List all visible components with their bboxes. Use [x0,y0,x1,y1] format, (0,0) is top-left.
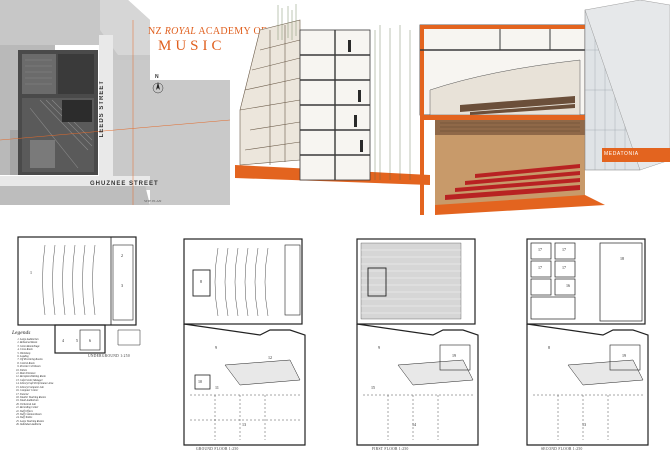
section-brand-label: MEDATONIA [604,151,639,157]
legend-item: Workshop [20,352,72,355]
room-number: 15 [371,385,375,390]
plan-ground [183,238,306,446]
plan-caption-underground: UNDERGROUND 1:250 [88,354,130,358]
legend-list: Large Auditorium Rehearsal Room Green Ro… [12,338,72,427]
room-number: 14 [412,422,416,427]
room-number: 16 [566,283,570,288]
room-number: 9 [378,345,380,350]
plan-caption-ground: GROUND FLOOR 1:250 [196,447,239,451]
legend-item: Reception/Waiting Room [20,375,72,378]
site-plan-caption: SITE PLAN [144,199,162,203]
room-number: 18 [620,256,624,261]
legend-item: Tutorial [20,393,72,396]
legend-item: Individual Auditoria [20,423,72,426]
legend-item: Staff Toilets [20,416,72,419]
room-number: 2 [121,253,123,258]
legend-item: Cafe/Centre Manager [20,379,72,382]
section-perspective [235,0,670,215]
room-number: 11 [215,385,219,390]
room-number: 10 [198,379,202,384]
legend-item: Library/Café Performance Area [20,382,72,385]
room-number: 17 [538,247,542,252]
legend-item: Small Auditorium [20,399,72,402]
legend-item: Computer Center [20,389,72,392]
legend-item: Orchestral Lab [20,403,72,406]
north-arrow-icon [152,82,164,94]
legend-item: Staff Offices [20,410,72,413]
leeds-street-label: LEEDS STREET [99,80,105,138]
site-plan [0,0,230,205]
legend-item: Rehearsal Room [20,341,72,344]
legend-item: Large Auditorium [20,338,72,341]
ghuznee-street-label: GHUZNEE STREET [90,181,159,187]
legend-item: Staff Common Room [20,413,72,416]
room-number: 8 [548,345,550,350]
room-number: 19 [622,353,626,358]
room-number: 6 [89,338,91,343]
legend: Legends Large Auditorium Rehearsal Room … [12,330,72,427]
north-label: N [155,74,160,80]
floor-plans [17,236,649,446]
title-line-1: NZ ROYAL ACADEMY OF [148,26,267,37]
room-number: 3 [121,283,123,288]
legend-item: Smaller Teaching Rooms [20,396,72,399]
plan-underground [17,236,141,354]
room-number: 8 [200,279,202,284]
legend-item: Large Teaching Rooms [20,420,72,423]
plan-caption-first: FIRST FLOOR 1:250 [372,447,409,451]
room-number: 17 [538,265,542,270]
legend-item: Loading [20,355,72,358]
room-number: 17 [562,265,566,270]
room-number: 19 [452,353,456,358]
legend-item: Off Practicing Rooms [20,358,72,361]
legend-item: Main Entrance [20,372,72,375]
room-number: 9 [215,345,217,350]
legend-item: Control Room [20,362,72,365]
room-number: 5 [76,338,78,343]
room-number: 13 [242,422,246,427]
legend-item: Recording Center [20,406,72,409]
legend-item: Cross Room [20,348,72,351]
legend-item: Toilets [20,369,72,372]
legend-item: Practice Cell Room [20,365,72,368]
legend-item: Green Room/Stage [20,345,72,348]
room-number: 1 [30,270,32,275]
legend-item: Library/Computer Lab [20,386,72,389]
room-number: 17 [562,247,566,252]
room-number: 4 [62,338,64,343]
plan-first [356,238,479,446]
room-number: 13 [582,422,586,427]
legend-heading: Legends [12,330,31,336]
title-line-2: MUSIC [158,38,226,54]
plan-caption-second: SECOND FLOOR 1:250 [541,447,583,451]
room-number: 12 [268,355,272,360]
plan-second [526,238,649,446]
